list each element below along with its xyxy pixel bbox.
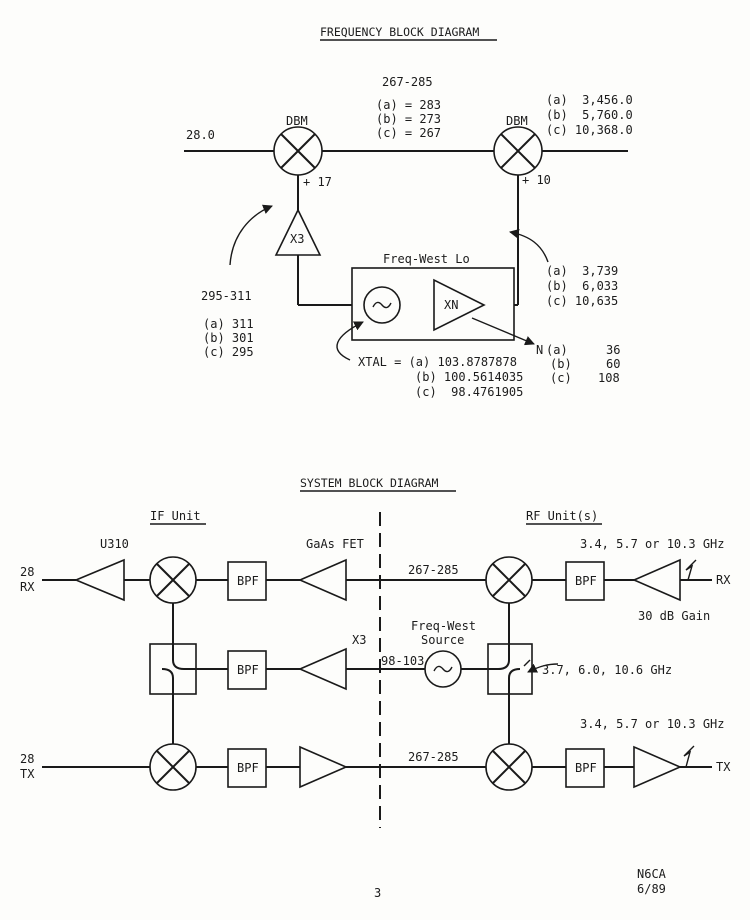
frequency-block-diagram: FREQUENCY BLOCK DIAGRAM	[184, 25, 633, 399]
lo-value-c: (c) 295	[203, 345, 254, 359]
rx-probe-icon	[685, 559, 697, 581]
n-value-a: 36	[606, 343, 620, 357]
if-unit-label: IF Unit	[150, 509, 201, 523]
rx-rf-label: RX	[716, 573, 731, 587]
rx-if-28: 28	[20, 565, 34, 579]
if-tx-bpf: BPF	[227, 748, 267, 788]
sine-icon	[433, 665, 453, 673]
n-tag-c: (c)	[550, 371, 572, 385]
if-lo-bpf: BPF	[227, 650, 267, 690]
output-value-c: (c) 10,368.0	[546, 123, 633, 137]
u310-amplifier	[73, 558, 125, 602]
splitter-tick	[523, 659, 531, 667]
u310-label: U310	[100, 537, 129, 551]
gaas-fet-amplifier	[297, 558, 347, 602]
page-number: 3	[374, 886, 381, 900]
x3-multiplier-triangle	[274, 208, 322, 256]
n-value-c: 108	[598, 371, 620, 385]
lo-freq-arrow	[527, 663, 559, 673]
drawing-date: 6/89	[637, 882, 666, 896]
rf-lo-value-b: (b) 6,033	[546, 279, 618, 293]
if-value-c: (c) = 267	[376, 126, 441, 140]
x3-label: X3	[352, 633, 366, 647]
if-tx-amplifier	[299, 745, 349, 789]
lo-value-b: (b) 301	[203, 331, 254, 345]
sine-icon	[372, 301, 392, 309]
source-label-2: Source	[421, 633, 464, 647]
mid-lo-range: 98-103	[381, 654, 424, 668]
tx-rf-label: TX	[716, 760, 731, 774]
rf-tx-mixer	[485, 743, 533, 791]
lo-level-2: + 10	[522, 173, 551, 187]
tx-if-28: 28	[20, 752, 34, 766]
dbm-mixer-1	[273, 126, 323, 176]
rf-unit-label: RF Unit(s)	[526, 509, 598, 523]
input-freq: 28.0	[186, 128, 215, 142]
lo-range: 295-311	[201, 289, 252, 303]
if-power-splitter	[149, 643, 197, 695]
top-if-range: 267-285	[408, 563, 459, 577]
output-value-a: (a) 3,456.0	[546, 93, 633, 107]
rf-tx-bpf: BPF	[565, 748, 605, 788]
xtal-value-c: (c) 98.4761905	[415, 385, 523, 399]
xtal-value-a: XTAL = (a) 103.8787878	[358, 355, 517, 369]
xtal-value-b: (b) 100.5614035	[415, 370, 523, 384]
bottom-if-range: 267-285	[408, 750, 459, 764]
if-range: 267-285	[382, 75, 433, 89]
if-rx-bpf: BPF	[227, 561, 267, 601]
lo-range-arrow	[229, 204, 273, 266]
svg-text:BPF: BPF	[237, 663, 259, 677]
rf-power-splitter	[487, 643, 533, 695]
rf-lo-value-c: (c) 10,635	[546, 294, 618, 308]
rf-rx-bpf: BPF	[565, 561, 605, 601]
if-tx-mixer	[149, 743, 197, 791]
lo-value-a: (a) 311	[203, 317, 254, 331]
tx-probe-icon	[683, 745, 695, 768]
system-block-diagram: SYSTEM BLOCK DIAGRAM IF Unit RF Unit(s)	[20, 476, 731, 828]
n-tag-b: (b)	[550, 357, 572, 371]
xn-label: XN	[444, 298, 458, 312]
system-diagram-title: SYSTEM BLOCK DIAGRAM	[300, 476, 439, 490]
x3-label: X3	[290, 232, 304, 246]
gain-label: 30 dB Gain	[638, 609, 710, 623]
dbm1-label: DBM	[286, 114, 308, 128]
n-value-b: 60	[606, 357, 620, 371]
dbm-mixer-2	[493, 126, 543, 176]
lo-level-1: + 17	[303, 175, 332, 189]
rf-tx-amplifier	[633, 745, 683, 789]
source-label-1: Freq-West	[411, 619, 476, 633]
n-arrow	[471, 317, 535, 346]
if-value-a: (a) = 283	[376, 98, 441, 112]
dbm2-label: DBM	[506, 114, 528, 128]
rf-lo-arrow	[509, 228, 549, 263]
tx-if-label: TX	[20, 767, 35, 781]
gaas-fet-label: GaAs FET	[306, 537, 364, 551]
x3-multiplier	[297, 647, 347, 691]
if-rx-mixer	[149, 556, 197, 604]
author-callsign: N6CA	[637, 867, 667, 881]
svg-text:BPF: BPF	[237, 574, 259, 588]
svg-text:BPF: BPF	[237, 761, 259, 775]
rx-band-label: 3.4, 5.7 or 10.3 GHz	[580, 537, 725, 551]
tx-band-label: 3.4, 5.7 or 10.3 GHz	[580, 717, 725, 731]
if-value-b: (b) = 273	[376, 112, 441, 126]
frequency-diagram-title: FREQUENCY BLOCK DIAGRAM	[320, 25, 479, 39]
n-tag-a: (a)	[546, 343, 568, 357]
rf-lo-value-a: (a) 3,739	[546, 264, 618, 278]
rf-rx-amplifier	[631, 558, 681, 602]
xn-multiplier-triangle	[433, 278, 486, 332]
output-value-b: (b) 5,760.0	[546, 108, 633, 122]
lo-box-title: Freq-West Lo	[383, 252, 470, 266]
rx-if-label: RX	[20, 580, 35, 594]
lo-freqs-label: 3.7, 6.0, 10.6 GHz	[542, 663, 672, 677]
n-label: N	[536, 343, 543, 357]
rf-rx-mixer	[485, 556, 533, 604]
svg-text:BPF: BPF	[575, 574, 597, 588]
xtal-arrow	[336, 321, 364, 361]
svg-text:BPF: BPF	[575, 761, 597, 775]
